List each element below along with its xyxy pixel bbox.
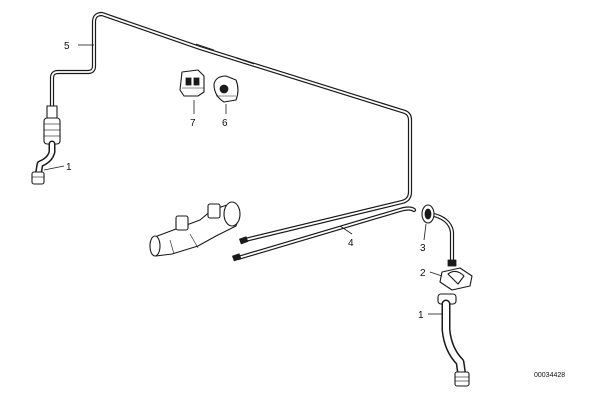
callout-1-right: 1	[418, 310, 424, 321]
master-cylinder	[149, 201, 241, 257]
document-number: 00034428	[534, 372, 565, 379]
line-fittings	[231, 236, 457, 267]
callout-1-left: 1	[66, 162, 72, 173]
hose-part-1-left	[31, 105, 61, 185]
grommet-part-3	[421, 204, 435, 224]
callout-4: 4	[348, 238, 354, 249]
callout-5: 5	[64, 41, 70, 52]
callout-3: 3	[420, 243, 426, 254]
callout-2: 2	[420, 268, 426, 279]
brake-line-part-5	[49, 11, 413, 243]
leader-lines	[43, 44, 443, 315]
callout-7: 7	[190, 118, 196, 129]
clip-part-7	[179, 69, 205, 97]
callout-6: 6	[222, 118, 228, 129]
bracket-part-2	[439, 267, 473, 291]
hose-part-1-right	[437, 293, 470, 387]
clip-part-6	[213, 75, 239, 103]
